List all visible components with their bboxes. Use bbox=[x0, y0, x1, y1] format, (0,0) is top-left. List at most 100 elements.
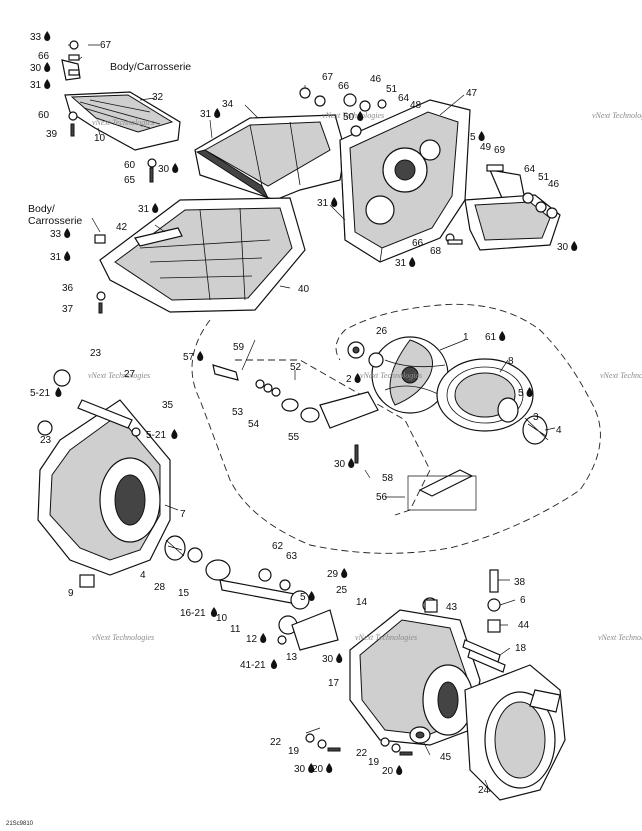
watermark: vNext Technologies bbox=[92, 633, 154, 642]
callout-number: 5-21 bbox=[146, 430, 166, 441]
callout-c54: 54 bbox=[248, 419, 260, 430]
callout-c50: 50 bbox=[343, 111, 364, 123]
callout-c39: 39 bbox=[46, 129, 58, 140]
callout-number: 20 bbox=[382, 766, 394, 777]
callout-number: 30 bbox=[158, 164, 170, 175]
sealant-drop-icon bbox=[526, 387, 533, 398]
callout-c15: 15 bbox=[178, 588, 190, 599]
callout-c6: 6 bbox=[520, 595, 526, 606]
callout-c63: 63 bbox=[286, 551, 298, 562]
sealant-drop-icon bbox=[44, 79, 51, 89]
sealant-drop-icon bbox=[171, 429, 178, 440]
sealant-drop-icon bbox=[357, 111, 364, 122]
callout-c31d: 31 bbox=[395, 257, 416, 269]
callout-c46a: 46 bbox=[370, 74, 382, 85]
watermark: vNext Technologies bbox=[355, 633, 417, 642]
callout-number: 8 bbox=[508, 356, 514, 367]
callout-number: 22 bbox=[356, 748, 368, 759]
callout-number: 38 bbox=[514, 577, 526, 588]
callout-number: 26 bbox=[376, 326, 388, 337]
callout-number: 11 bbox=[230, 624, 241, 635]
linkage-group-outline bbox=[235, 359, 431, 516]
callout-number: 32 bbox=[152, 92, 164, 103]
callout-number: 2 bbox=[346, 374, 352, 385]
watermark: vNext Technologies bbox=[322, 111, 384, 120]
callout-number: 46 bbox=[548, 179, 560, 190]
callout-number: 66 bbox=[338, 81, 350, 92]
callout-number: 4 bbox=[556, 425, 562, 436]
callout-number: 68 bbox=[430, 246, 442, 257]
callout-number: 22 bbox=[270, 737, 282, 748]
callout-c22b: 22 bbox=[356, 748, 368, 759]
callout-c43: 43 bbox=[446, 602, 458, 613]
watermark: vNext Technologies bbox=[592, 111, 642, 120]
callout-number: 55 bbox=[288, 432, 300, 443]
callout-c37: 37 bbox=[62, 304, 74, 315]
callout-number: 10 bbox=[94, 133, 106, 144]
callout-c62: 62 bbox=[272, 541, 284, 552]
diagram-code: 21Sc9810 bbox=[6, 821, 34, 827]
callout-c29: 29 bbox=[327, 568, 348, 580]
callout-number: 7 bbox=[180, 509, 186, 520]
callout-c56: 56 bbox=[376, 492, 388, 503]
callout-number: 31 bbox=[50, 252, 62, 263]
callout-number: 20 bbox=[312, 764, 324, 775]
callout-c31f: 31 bbox=[50, 251, 71, 263]
callout-c10b: 10 bbox=[216, 613, 228, 624]
callout-c11: 11 bbox=[230, 624, 241, 635]
callout-c23b: 23 bbox=[40, 435, 52, 446]
callout-number: 63 bbox=[286, 551, 298, 562]
callout-c45: 45 bbox=[440, 752, 452, 763]
callout-c51a: 51 bbox=[386, 84, 398, 95]
callout-c12: 12 bbox=[246, 633, 267, 645]
callout-c28: 28 bbox=[154, 582, 166, 593]
watermark: vNext Technologies bbox=[88, 371, 150, 380]
note-body-left-line2: Carrosserie bbox=[28, 215, 82, 227]
sealant-drop-icon bbox=[396, 765, 403, 775]
callout-number: 33 bbox=[30, 32, 42, 43]
part-9-block bbox=[79, 574, 95, 588]
callout-c42: 42 bbox=[116, 222, 128, 233]
callout-c30f: 30 bbox=[294, 763, 315, 775]
callout-number: 60 bbox=[124, 160, 136, 171]
callout-c53: 53 bbox=[232, 407, 244, 418]
callout-number: 58 bbox=[382, 473, 394, 484]
callout-c18: 18 bbox=[515, 643, 527, 654]
callout-c4a: 4 bbox=[556, 425, 562, 436]
callout-c46b: 46 bbox=[548, 179, 560, 190]
note-body-left-line1: Body/ bbox=[28, 203, 55, 215]
hardware-bottom bbox=[305, 733, 413, 756]
sealant-drop-icon bbox=[308, 591, 315, 601]
callout-number: 66 bbox=[412, 238, 424, 249]
callout-c30d: 30 bbox=[334, 458, 355, 470]
callout-number: 64 bbox=[398, 93, 410, 104]
callout-number: 24 bbox=[478, 785, 490, 796]
sealant-drop-icon bbox=[210, 607, 218, 617]
callout-c5b: 5 bbox=[518, 387, 533, 399]
callout-number: 36 bbox=[62, 283, 74, 294]
callout-c44: 44 bbox=[518, 620, 530, 631]
callout-number: 15 bbox=[178, 588, 190, 599]
callout-c1: 1 bbox=[463, 332, 469, 343]
callout-number: 29 bbox=[327, 569, 339, 580]
callout-c14: 14 bbox=[356, 597, 368, 608]
callout-number: 30 bbox=[294, 764, 306, 775]
callout-number: 51 bbox=[538, 172, 550, 183]
callout-c38: 38 bbox=[514, 577, 526, 588]
callout-c27: 27 bbox=[124, 369, 136, 380]
part-26-bushing bbox=[347, 341, 384, 368]
callout-number: 1 bbox=[463, 332, 469, 343]
callout-c30a: 30 bbox=[30, 62, 51, 74]
callout-number: 49 bbox=[480, 142, 492, 153]
callout-c59: 59 bbox=[233, 342, 245, 353]
callout-c25: 25 bbox=[336, 585, 348, 596]
callout-number: 30 bbox=[322, 654, 334, 665]
callout-number: 27 bbox=[124, 369, 136, 380]
callout-number: 13 bbox=[286, 652, 298, 663]
callout-number: 66 bbox=[38, 51, 50, 62]
callout-number: 35 bbox=[162, 400, 174, 411]
sealant-drop-icon bbox=[336, 653, 343, 663]
callout-c31c: 31 bbox=[317, 197, 338, 209]
